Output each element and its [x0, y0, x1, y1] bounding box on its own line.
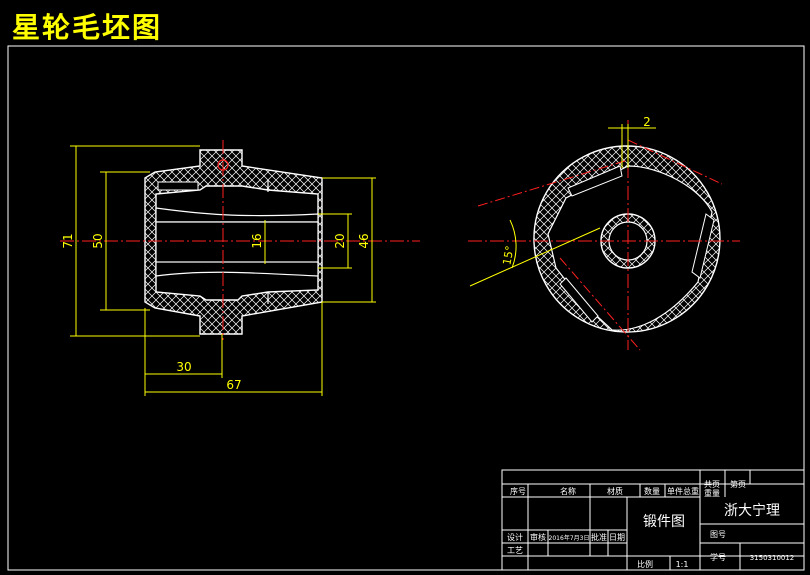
dim-50-label: 50 — [91, 233, 105, 248]
drawing-title: 星轮毛坯图 — [12, 11, 163, 44]
center-bore — [155, 221, 319, 263]
dim-2-label: 2 — [643, 115, 651, 129]
tb-student-id-label: 学号 — [710, 552, 726, 562]
tb-qty-header: 数量 — [644, 486, 660, 496]
front-view: 71 50 16 20 46 — [60, 140, 420, 396]
tb-process-label: 工艺 — [507, 546, 523, 555]
dim-15: 15° — [469, 219, 601, 287]
dim-30-label: 30 — [176, 360, 191, 374]
tb-seq-header: 序号 — [510, 486, 526, 496]
title-block — [501, 469, 805, 571]
tb-weight-label: 重量 — [704, 488, 720, 498]
side-angle-line-1 — [477, 159, 629, 207]
slot — [157, 181, 199, 191]
spring-slot-top — [567, 165, 623, 197]
tb-date-value: 2016年7月3日 — [549, 534, 590, 542]
side-angle-line-2 — [627, 139, 723, 185]
tb-material-header: 材质 — [607, 486, 623, 496]
tb-designer-label: 设计 — [507, 532, 523, 542]
dim-67-label: 67 — [226, 378, 241, 392]
side-angle-line-3 — [559, 257, 641, 351]
tb-name-header: 名称 — [560, 486, 576, 496]
dim-46: 46 — [322, 177, 376, 303]
spring-slot-right — [691, 213, 715, 279]
drawing-border — [7, 45, 805, 571]
dim-16: 16 — [250, 220, 266, 264]
side-view: 2 15° — [468, 115, 740, 351]
dim-71: 71 — [61, 145, 200, 337]
tb-student-id-value: 3150310012 — [750, 554, 795, 562]
tb-date-label: 日期 — [609, 533, 625, 542]
tb-approve-label: 批准 — [591, 532, 607, 542]
dim-30: 30 — [144, 308, 223, 396]
title-block-text: 序号 名称 材质 数量 单件总重 共页 第页 重量 锻件图 浙大宁理 设计 审核… — [507, 479, 794, 569]
tb-company: 浙大宁理 — [724, 502, 780, 519]
tb-total-pages: 共页 — [704, 480, 720, 489]
tb-drawing-no-label: 图号 — [710, 530, 726, 539]
dim-20: 20 — [318, 213, 352, 269]
tb-check-label: 审核 — [530, 532, 546, 542]
dim-15-label: 15° — [500, 245, 516, 266]
tb-scale-label: 比例 — [637, 559, 653, 569]
dim-20-label: 20 — [333, 233, 347, 248]
dim-46-label: 46 — [357, 233, 371, 248]
dim-50: 50 — [91, 171, 150, 311]
dim-2: 2 — [608, 115, 656, 168]
tb-drawing-name: 锻件图 — [643, 514, 685, 530]
dim-16-label: 16 — [250, 233, 264, 248]
spring-slot-bottom — [559, 277, 599, 323]
dim-71-label: 71 — [61, 233, 75, 248]
tb-weight-header: 单件总重 — [667, 486, 699, 496]
tb-scale-value: 1:1 — [676, 560, 689, 569]
tb-page-no: 第页 — [730, 479, 746, 489]
inner-bore-top — [155, 207, 319, 223]
dim-67: 67 — [145, 302, 323, 396]
